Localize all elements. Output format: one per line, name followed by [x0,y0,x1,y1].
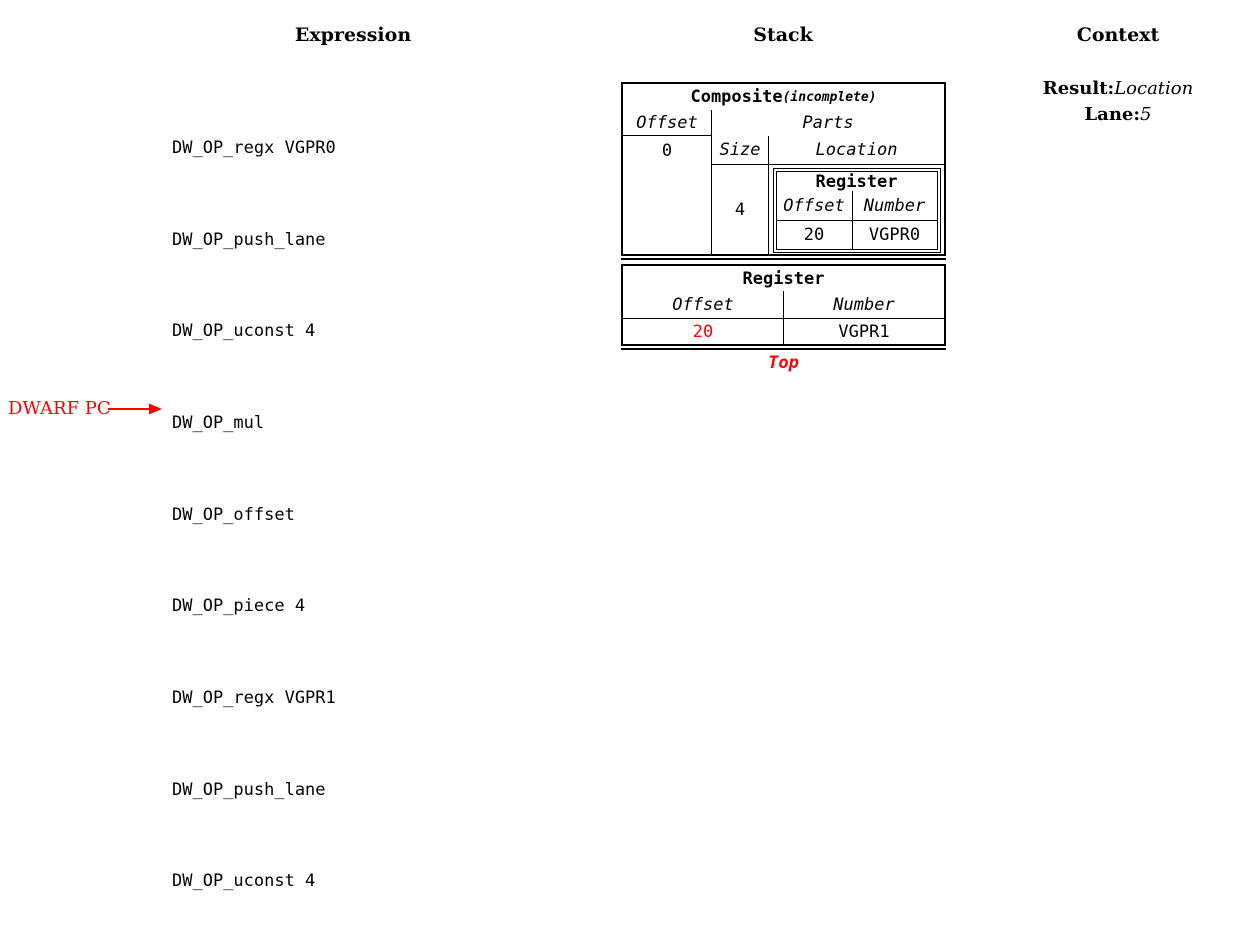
expression-op: DW_OP_regx VGPR0 [172,138,336,159]
context-column-header: Context [1076,24,1160,46]
composite-title-text: Composite [690,87,783,107]
register-offset-header: Offset [623,291,784,318]
nested-register-offset-header: Offset [777,191,853,220]
lane-value: 5 [1140,104,1152,125]
stack-column-header: Stack [753,24,813,46]
nested-register-table-inner: Register Offset Number 20 VGPR0 [775,171,938,250]
stack-top-label: Top [768,353,799,373]
register-value-row: 20 VGPR1 [623,319,944,344]
expression-op: DW_OP_piece 4 [172,596,306,617]
register-number-value: VGPR1 [838,321,890,342]
result-value: Location [1114,78,1194,99]
nested-register-value-row: 20 VGPR0 [777,221,937,249]
lane-label: Lane: [1084,104,1141,125]
context-lane-line: Lane:5 [1018,102,1218,128]
stack-top-separator [621,348,946,350]
composite-offset-header: Offset [623,110,711,136]
composite-title: Composite(incomplete) [623,84,944,110]
stack-entry-composite: Composite(incomplete) Offset 0 Parts Siz… [621,82,946,256]
part-size-header: Size [712,136,769,164]
part-location-header: Location [815,140,898,160]
composite-part-header-row: Size Location [712,136,944,165]
dwarf-expression-evaluation-diagram: Expression Stack Context DW_OP_regx VGPR… [8,24,1218,892]
stack-entry-register: Register Offset Number 20 VGPR1 [621,264,946,346]
register-header-row: Offset Number [623,291,944,319]
expression-op: DW_OP_regx VGPR1 [172,687,336,708]
register-number-header: Number [833,294,895,315]
composite-parts-header: Parts [802,113,854,133]
nested-register-number-header: Number [863,195,926,216]
nested-register-header-row: Offset Number [776,191,937,221]
composite-offset-value: 0 [661,140,673,161]
composite-incomplete-qualifier: (incomplete) [782,89,877,105]
composite-part-row: 4 Register Offset Number [712,165,944,254]
part-location-cell: Register Offset Number 20 VGPR0 [769,165,944,254]
nested-register-number-value: VGPR0 [868,225,921,245]
expression-column-header: Expression [294,24,412,46]
expression-op-list: DW_OP_regx VGPR0 DW_OP_push_lane DW_OP_u… [172,72,336,936]
stack-area: Composite(incomplete) Offset 0 Parts Siz… [621,82,946,373]
part-size-value: 4 [712,165,769,254]
nested-register-offset-value: 20 [777,221,853,249]
composite-body: Offset 0 Parts Size Location 4 [623,110,944,254]
expression-op: DW_OP_mul [172,413,265,434]
dwarf-pc-arrow-icon [108,403,162,415]
expression-op: DW_OP_push_lane [172,779,326,800]
nested-register-title: Register [815,171,898,192]
context-result-line: Result:Location [1018,76,1218,102]
context-block: Result:Location Lane:5 [1018,76,1218,128]
dwarf-pc-label: DWARF PC [8,398,111,419]
expression-op: DW_OP_uconst 4 [172,871,316,892]
result-label: Result: [1042,78,1115,99]
register-offset-value: 20 [623,319,784,344]
expression-op: DW_OP_offset [172,504,295,525]
composite-offset-column: Offset 0 [623,110,712,254]
stack-entry-separator [621,258,946,260]
register-title: Register [742,268,825,289]
expression-op: DW_OP_push_lane [172,229,326,250]
nested-register-table: Register Offset Number 20 VGPR0 [772,168,941,253]
expression-op: DW_OP_uconst 4 [172,321,316,342]
composite-parts-column: Parts Size Location 4 Register [712,110,944,254]
